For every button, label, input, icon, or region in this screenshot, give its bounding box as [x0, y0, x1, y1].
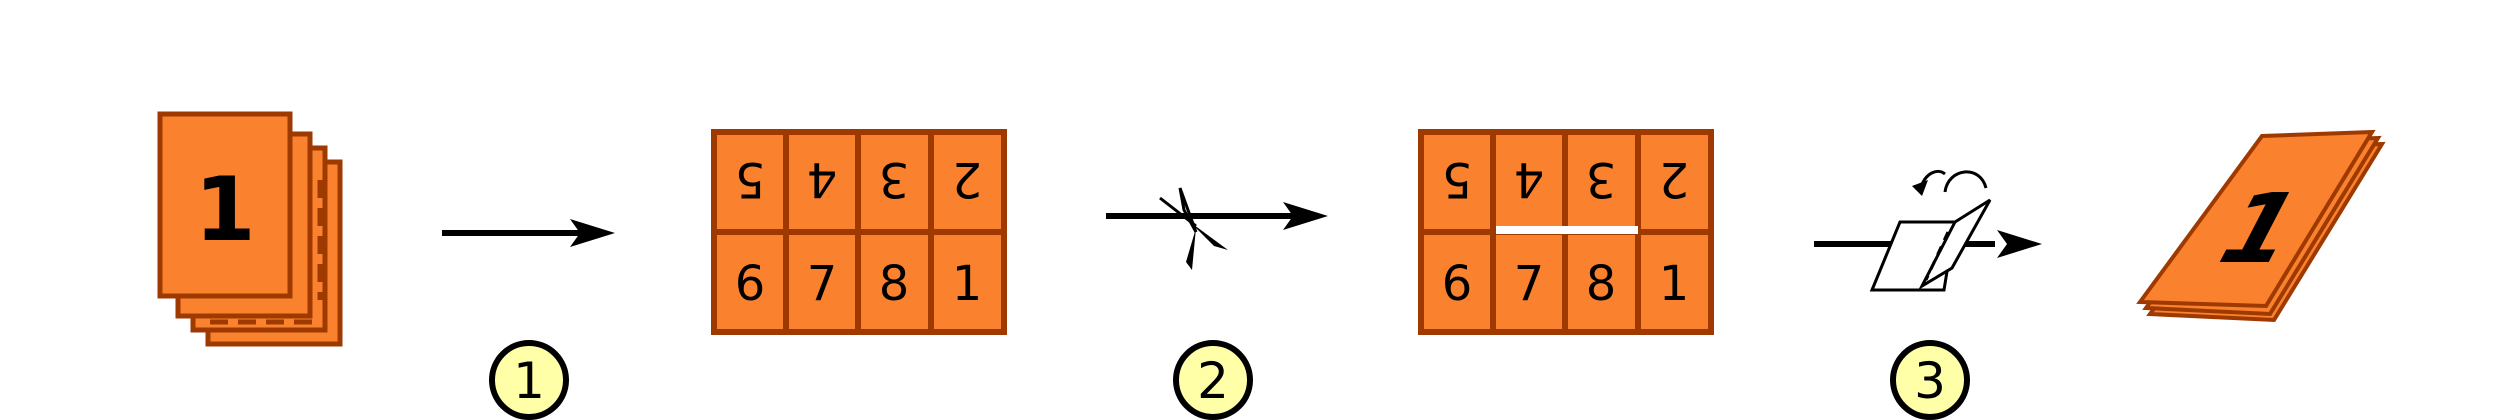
printed-sheet: 5 4 3 2 6 7 8 1 — [711, 129, 1007, 335]
scissors-arrow-icon — [1106, 187, 1328, 270]
arrow-icon — [442, 219, 615, 247]
scissors-icon — [1159, 187, 1228, 270]
cover-page-number: 1 — [194, 158, 255, 261]
sheet-page-top-2: 4 — [807, 151, 838, 207]
sheet-page-bottom-1: 6 — [735, 256, 766, 312]
booklet-cover — [2136, 129, 2376, 309]
cut-page-bottom-3: 8 — [1586, 256, 1617, 312]
cut-line — [1496, 226, 1638, 234]
sheet-page-bottom-3: 8 — [879, 256, 910, 312]
cut-sheet: 5 4 3 2 6 7 8 1 — [1418, 129, 1714, 335]
step-badge-3: 3 — [1890, 340, 1970, 420]
folding-sheet-icon — [1869, 169, 1992, 292]
cut-page-bottom-4: 1 — [1659, 256, 1690, 312]
sheet-page-top-3: 3 — [879, 151, 910, 207]
step-1-number: 1 — [513, 352, 545, 410]
step-badge-2: 2 — [1173, 340, 1253, 420]
step-3-number: 3 — [1914, 352, 1946, 410]
cut-page-top-1: 5 — [1442, 151, 1473, 207]
finished-booklet: 1 — [2136, 129, 2386, 323]
sheet-page-top-1: 5 — [735, 151, 766, 207]
page-stack: 1 — [157, 111, 343, 347]
cut-page-top-4: 2 — [1659, 151, 1690, 207]
cover-page — [157, 111, 293, 299]
sheet-page-bottom-4: 1 — [952, 256, 983, 312]
sheet-page-bottom-2: 7 — [807, 256, 838, 312]
cut-page-bottom-1: 6 — [1442, 256, 1473, 312]
step-2-number: 2 — [1197, 352, 1229, 410]
fold-arrow-icon — [1814, 169, 2042, 292]
cut-page-top-3: 3 — [1586, 151, 1617, 207]
cut-page-bottom-2: 7 — [1514, 256, 1545, 312]
rotate-arrow-icon — [1943, 170, 1988, 193]
sheet-page-top-4: 2 — [952, 151, 983, 207]
step-badge-1: 1 — [489, 340, 569, 420]
cut-page-top-2: 4 — [1514, 151, 1545, 207]
